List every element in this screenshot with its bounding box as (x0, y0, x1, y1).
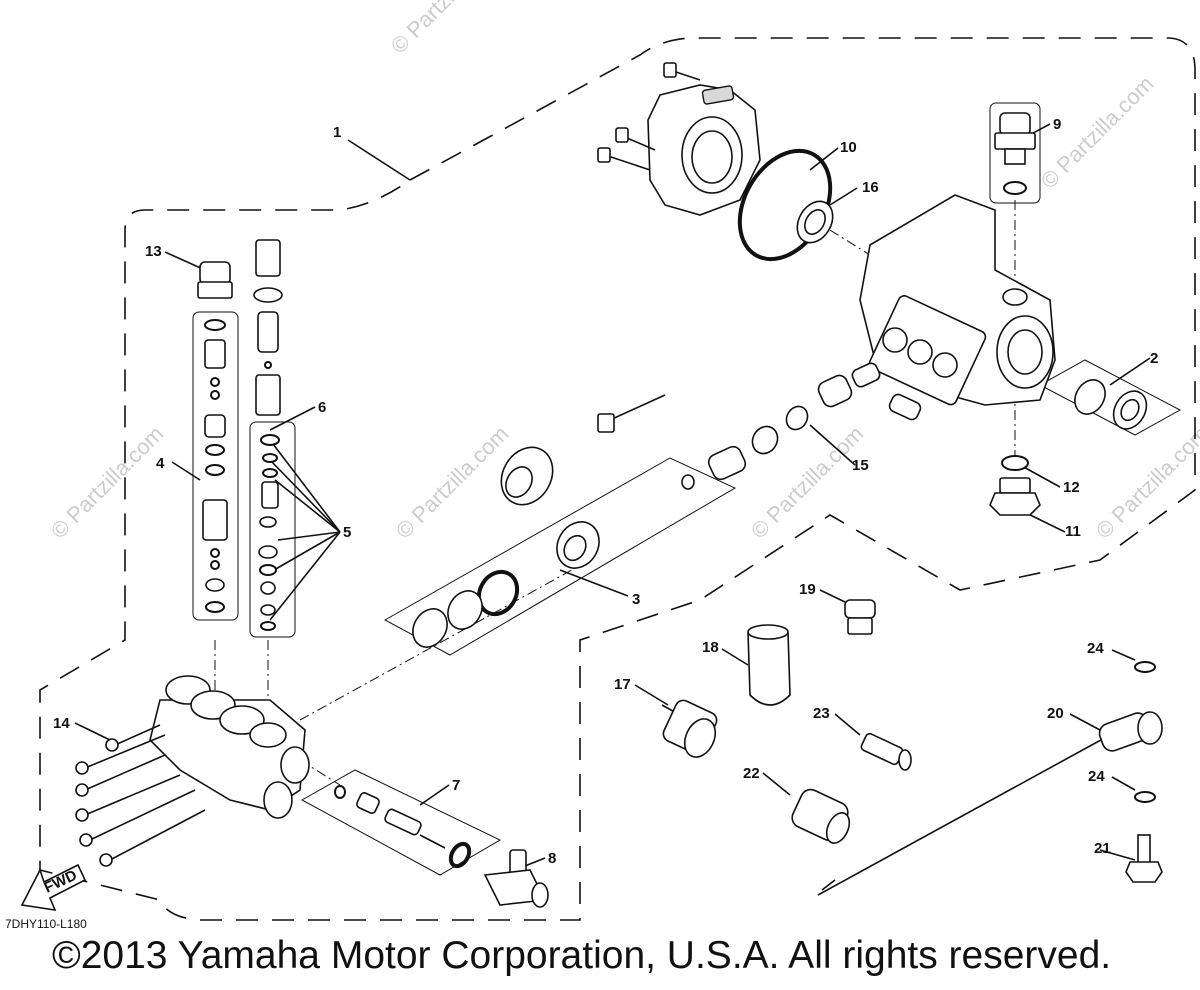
valve-kit-6 (253, 239, 283, 631)
part-9-frame (989, 102, 1041, 204)
callout-13: 13 (145, 243, 162, 260)
callout-24a: 24 (1087, 640, 1104, 657)
callout-23: 23 (813, 705, 830, 722)
banjo-bolt-21 (1125, 834, 1163, 883)
callout-22: 22 (743, 765, 760, 782)
washer-24b (1134, 791, 1156, 803)
seal-16 (796, 200, 834, 244)
quick-coupler-22 (791, 788, 851, 844)
watermark: © Partzilla.com (386, 0, 509, 59)
callout-6: 6 (318, 399, 326, 416)
callout-10: 10 (840, 139, 857, 156)
check-valve-7 (334, 785, 472, 869)
seal-kit-3 (412, 394, 666, 648)
fitting-8 (483, 849, 549, 908)
callout-2: 2 (1150, 350, 1158, 367)
callout-labels: 1 2 3 4 5 6 7 8 9 10 11 12 13 14 15 16 1… (53, 116, 1158, 867)
manifold-14 (75, 675, 310, 867)
callout-21: 21 (1094, 840, 1111, 857)
manifold-bolts (75, 724, 206, 867)
callout-18: 18 (702, 639, 719, 656)
callout-3: 3 (632, 591, 640, 608)
callout-16: 16 (862, 179, 879, 196)
callout-1: 1 (333, 124, 341, 141)
callout-11: 11 (1065, 523, 1081, 540)
part-group-frames (192, 102, 1182, 876)
callout-7: 7 (452, 777, 460, 794)
o-ring-12 (1001, 455, 1029, 471)
callout-4: 4 (156, 455, 165, 472)
plug-11 (989, 477, 1041, 516)
plug-19 (844, 599, 876, 635)
callout-15: 15 (852, 457, 869, 474)
plunger-parts-15 (681, 362, 922, 490)
callout-24b: 24 (1088, 768, 1105, 785)
fwd-arrow: FWD (20, 863, 87, 912)
part-6-frame (249, 421, 296, 638)
fitting-23 (860, 732, 912, 771)
watermark: © Partzilla.com (391, 421, 514, 544)
leader-lines (74, 123, 1151, 869)
pump-body (859, 194, 1056, 406)
washer-24a (1134, 661, 1156, 673)
group-outline-1 (39, 37, 1196, 921)
sensor-20 (817, 711, 1163, 896)
callout-17: 17 (614, 676, 631, 693)
copyright-notice: ©2013 Yamaha Motor Corporation, U.S.A. A… (52, 934, 1112, 977)
valve-kit-4 (197, 261, 233, 613)
callout-12: 12 (1063, 479, 1080, 496)
flange-bolts (597, 62, 701, 171)
watermark: © Partzilla.com (46, 421, 169, 544)
callout-9: 9 (1053, 116, 1061, 133)
part-2-frame (1038, 359, 1182, 436)
callout-5: 5 (343, 524, 351, 541)
callout-8: 8 (548, 850, 556, 867)
callout-19: 19 (799, 581, 816, 598)
watermark: © Partzilla.com (1091, 421, 1200, 544)
filter-18 (747, 624, 791, 706)
pump-flange (597, 62, 761, 216)
diagram-code: 7DHY110-L180 (5, 917, 87, 931)
callout-20: 20 (1047, 705, 1064, 722)
adapter-17 (661, 699, 718, 758)
part-7-frame (300, 769, 502, 876)
plug-2 (1074, 379, 1148, 430)
callout-14: 14 (53, 715, 70, 732)
part-4-frame (192, 311, 239, 621)
plug-9 (994, 112, 1036, 195)
